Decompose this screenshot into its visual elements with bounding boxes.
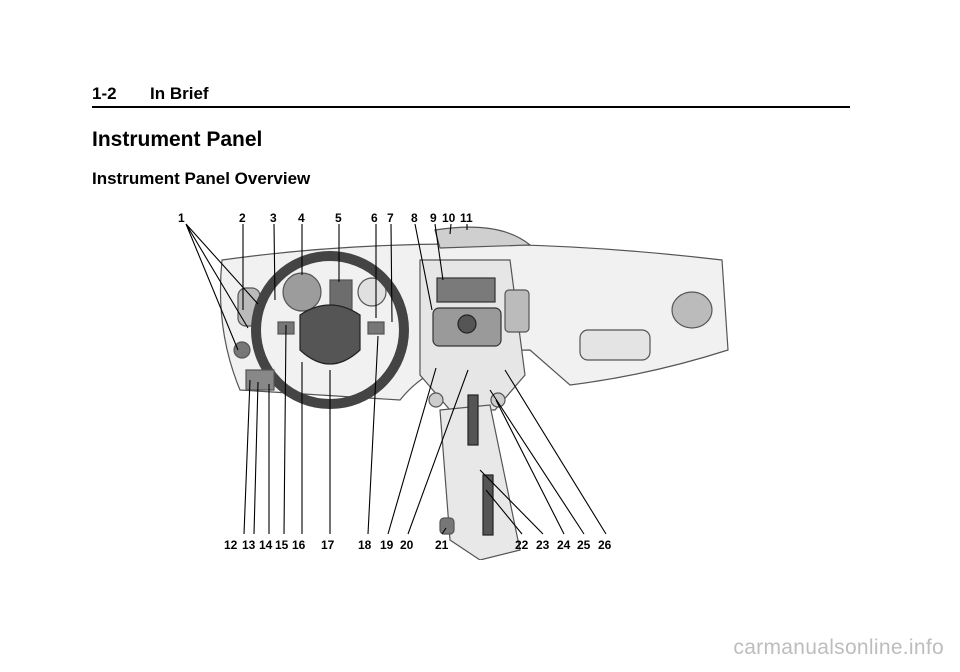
- callout-numbers-top: 1 2 3 4 5 6 7 8 9 10 11: [178, 211, 473, 225]
- section-name: In Brief: [150, 84, 209, 103]
- callout-11: 11: [460, 211, 473, 225]
- callout-1: 1: [178, 211, 185, 225]
- callout-leader-lines: [185, 223, 607, 535]
- callout-25: 25: [577, 538, 591, 552]
- callout-9: 9: [430, 211, 437, 225]
- callout-26: 26: [598, 538, 612, 552]
- callout-23: 23: [536, 538, 550, 552]
- section-heading: Instrument Panel Overview: [92, 169, 311, 188]
- callout-10: 10: [442, 211, 456, 225]
- callout-6: 6: [371, 211, 378, 225]
- callout-22: 22: [515, 538, 529, 552]
- callout-2: 2: [239, 211, 246, 225]
- callout-18: 18: [358, 538, 372, 552]
- page-header: 1-2 In Brief: [92, 84, 850, 108]
- dashboard-drawing: [219, 226, 729, 560]
- callout-24: 24: [557, 538, 571, 552]
- callout-7: 7: [387, 211, 394, 225]
- callout-20: 20: [400, 538, 414, 552]
- callout-8: 8: [411, 211, 418, 225]
- callout-4: 4: [298, 211, 305, 225]
- callout-14: 14: [259, 538, 273, 552]
- callout-15: 15: [275, 538, 289, 552]
- page-number: 1-2: [92, 84, 117, 103]
- callout-12: 12: [224, 538, 238, 552]
- instrument-panel-diagram: 1 2 3 4 5 6 7 8 9 10 11 12 13 14 15 16 1…: [150, 200, 770, 560]
- watermark: carmanualsonline.info: [733, 636, 944, 659]
- page-title: Instrument Panel: [92, 128, 263, 151]
- callout-3: 3: [270, 211, 277, 225]
- callout-5: 5: [335, 211, 342, 225]
- callout-21: 21: [435, 538, 449, 552]
- callout-19: 19: [380, 538, 394, 552]
- instrument-panel-illustration: 1 2 3 4 5 6 7 8 9 10 11 12 13 14 15 16 1…: [178, 211, 729, 560]
- callout-numbers-bottom: 12 13 14 15 16 17 18 19 20 21 22 23 24 2…: [224, 538, 612, 552]
- callout-16: 16: [292, 538, 306, 552]
- callout-17: 17: [321, 538, 335, 552]
- callout-13: 13: [242, 538, 256, 552]
